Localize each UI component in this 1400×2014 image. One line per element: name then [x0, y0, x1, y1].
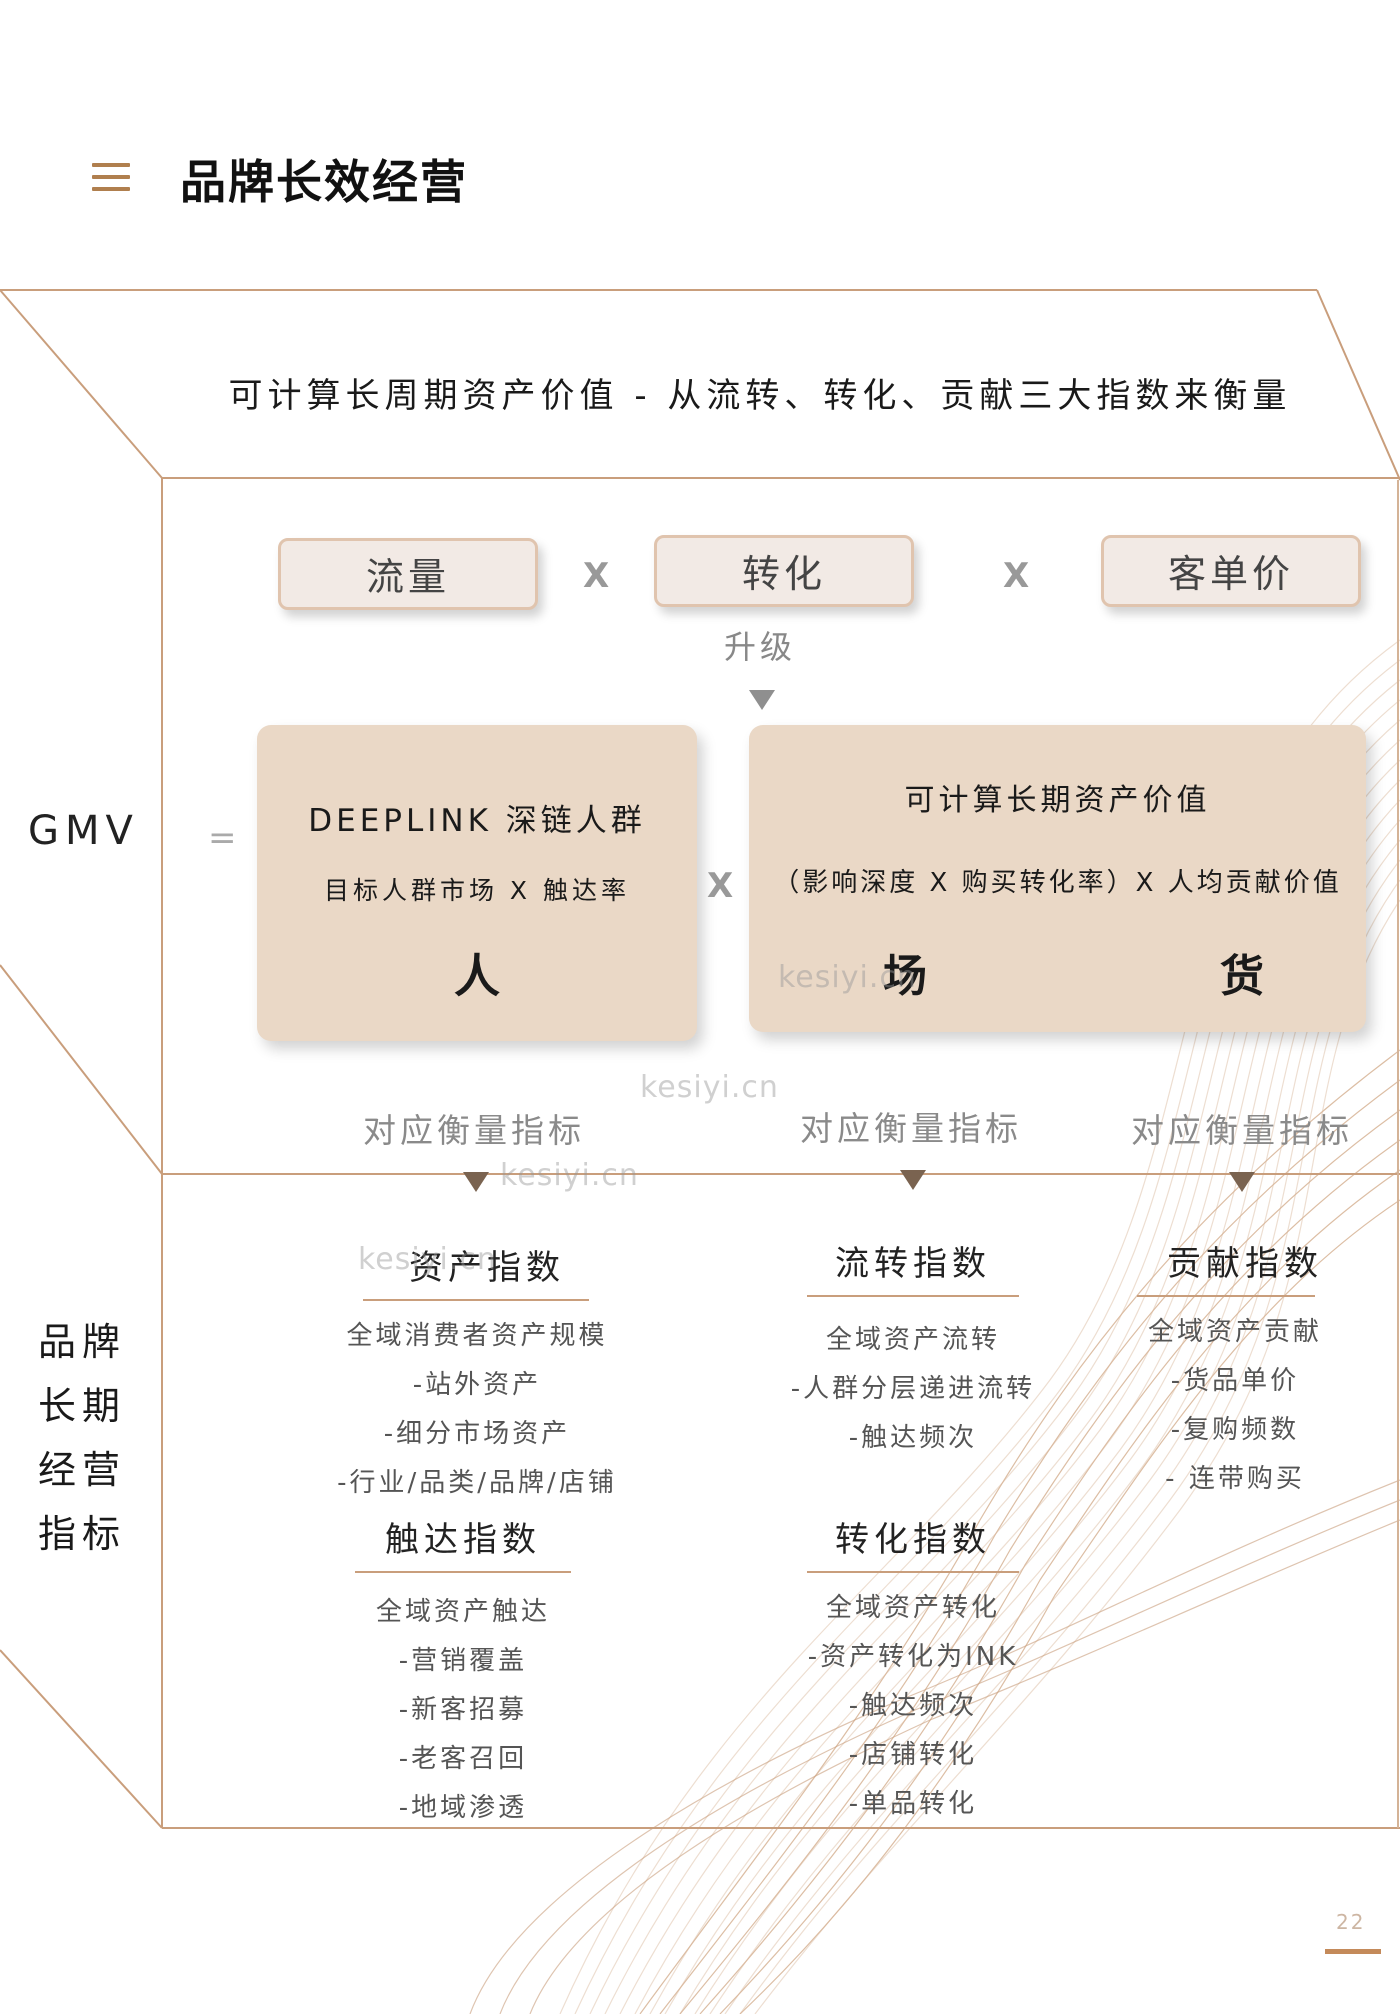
metric-title: 转化指数 — [835, 1520, 991, 1560]
metric-underline — [363, 1299, 589, 1301]
side-label-line: 指标 — [38, 1512, 127, 1556]
metric-underline — [1137, 1295, 1315, 1297]
down-arrow-icon — [463, 1172, 489, 1192]
down-arrow-icon — [900, 1170, 926, 1190]
watermark-text: kesiyi.cn — [778, 960, 917, 995]
metric-item: -单品转化 — [848, 1789, 978, 1819]
metric-item: - 连带购买 — [1165, 1464, 1305, 1494]
measure-label-people: 对应衡量指标 — [363, 1111, 585, 1150]
metric-underline — [807, 1571, 1019, 1573]
formula-pill-traffic: 流量 — [278, 538, 538, 610]
metric-item: -站外资产 — [412, 1370, 542, 1400]
side-label-line: 经营 — [38, 1448, 127, 1492]
card-people-char: 人 — [454, 949, 500, 1003]
hamburger-menu-icon[interactable] — [92, 163, 130, 191]
metric-item: -行业/品类/品牌/店铺 — [337, 1468, 617, 1498]
formula-pill-conversion: 转化 — [654, 535, 914, 607]
card-asset-char-goods: 货 — [1220, 951, 1264, 1002]
metric-item: -触达频次 — [848, 1691, 978, 1721]
formula-pill-unit-price: 客单价 — [1101, 535, 1361, 607]
card-people-title: DEEPLINK 深链人群 — [308, 803, 646, 839]
metric-asset: 资产指数 全域消费者资产规模 -站外资产 -细分市场资产 -行业/品类/品牌/店… — [327, 1240, 627, 1499]
metric-reach: 触达指数 全域资产触达 -营销覆盖 -新客招募 -老客召回 -地域渗透 — [343, 1512, 583, 1824]
down-arrow-icon — [749, 690, 775, 710]
page-number: 22 — [1336, 1910, 1366, 1934]
metric-item: 全域资产转化 — [825, 1593, 1000, 1623]
metric-title: 触达指数 — [385, 1520, 541, 1560]
multiply-sign-cards: X — [707, 866, 734, 906]
card-people: DEEPLINK 深链人群 目标人群市场 X 触达率 人 — [257, 725, 697, 1041]
metric-item: -店铺转化 — [848, 1740, 978, 1770]
card-asset-formula: （影响深度 X 购买转化率）X 人均贡献价值 — [773, 868, 1342, 898]
side-label-line: 品牌 — [38, 1320, 127, 1364]
upgrade-label: 升级 — [723, 628, 796, 666]
card-asset-title: 可计算长期资产价值 — [904, 783, 1211, 818]
metric-underline — [355, 1571, 571, 1573]
metric-item: -货品单价 — [1170, 1366, 1300, 1396]
watermark-text: kesiyi.cn — [640, 1070, 779, 1105]
page-number-underline — [1325, 1949, 1381, 1954]
metric-item: 全域资产流转 — [825, 1325, 1000, 1355]
measure-label-goods: 对应衡量指标 — [1131, 1111, 1353, 1150]
gmv-label: GMV — [28, 808, 139, 854]
metric-item: -细分市场资产 — [383, 1419, 571, 1449]
metric-title: 流转指数 — [835, 1244, 991, 1284]
watermark-text: kesiyi.cn — [358, 1242, 497, 1277]
metric-item: -触达频次 — [848, 1423, 978, 1453]
metric-underline — [807, 1295, 1019, 1297]
measure-label-field: 对应衡量指标 — [800, 1109, 1022, 1148]
metric-title: 资产指数 — [409, 1248, 565, 1288]
metric-item: -地域渗透 — [398, 1793, 528, 1823]
multiply-sign-1: X — [583, 556, 610, 596]
frame-subtitle: 可计算长周期资产价值 - 从流转、转化、贡献三大指数来衡量 — [228, 376, 1292, 416]
card-asset-char-field: 场 — [883, 951, 927, 1002]
metric-convert: 转化指数 全域资产转化 -资产转化为INK -触达频次 -店铺转化 -单品转化 — [773, 1512, 1053, 1820]
side-label-brand-long-term-metrics: 品牌 长期 经营 指标 — [38, 1310, 128, 1566]
metric-item: 全域资产贡献 — [1147, 1317, 1322, 1347]
metric-item: 全域资产触达 — [375, 1597, 550, 1627]
metric-item: -人群分层递进流转 — [790, 1374, 1036, 1404]
metric-contribute: 贡献指数 全域资产贡献 -货品单价 -复购频数 - 连带购买 — [1115, 1236, 1375, 1495]
metric-item: -复购频数 — [1170, 1415, 1300, 1445]
metric-item: 全域消费者资产规模 — [346, 1321, 608, 1351]
card-people-formula: 目标人群市场 X 触达率 — [323, 876, 631, 905]
watermark-text: kesiyi.cn — [500, 1158, 639, 1193]
metric-item: -资产转化为INK — [807, 1642, 1019, 1672]
metric-flow: 流转指数 全域资产流转 -人群分层递进流转 -触达频次 — [773, 1236, 1053, 1454]
card-asset-value: 可计算长期资产价值 （影响深度 X 购买转化率）X 人均贡献价值 场 货 — [749, 725, 1366, 1032]
page-title: 品牌长效经营 — [180, 155, 468, 209]
equals-sign: = — [208, 818, 237, 858]
metric-item: -老客召回 — [398, 1744, 528, 1774]
metric-item: -新客招募 — [398, 1695, 528, 1725]
metric-item: -营销覆盖 — [398, 1646, 528, 1676]
multiply-sign-2: X — [1003, 556, 1030, 596]
metric-title: 贡献指数 — [1167, 1244, 1323, 1284]
side-label-line: 长期 — [38, 1384, 127, 1428]
down-arrow-icon — [1229, 1172, 1255, 1192]
